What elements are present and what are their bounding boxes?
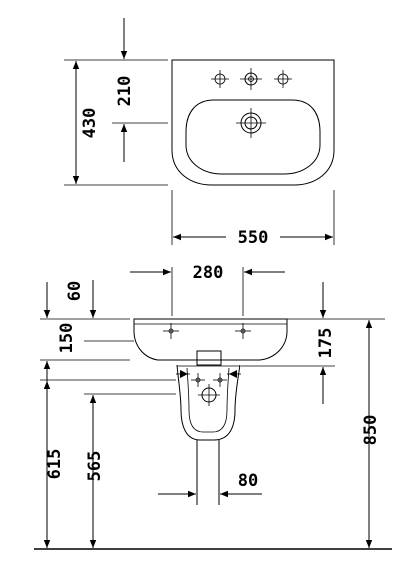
tap-hole-right-icon (274, 70, 292, 88)
dim-label-175: 175 (316, 328, 336, 359)
dim-label-210: 210 (115, 76, 135, 107)
basin-bowl-top (185, 99, 321, 175)
basin-outline-front (133, 318, 288, 361)
dim-label-60: 60 (65, 281, 85, 301)
tap-marker-left-icon (163, 323, 179, 339)
dim-label-615: 615 (45, 449, 65, 480)
tap-hole-left-icon (211, 70, 229, 88)
dim-label-430: 430 (80, 108, 100, 139)
fixing-right-icon (227, 370, 241, 378)
dim-label-550: 550 (238, 228, 269, 248)
dim-label-565: 565 (85, 451, 105, 482)
dim-label-80: 80 (238, 471, 258, 491)
pedestal-outline (176, 364, 241, 441)
trap-box (196, 350, 222, 366)
wall-outlet-right-icon (213, 373, 227, 387)
tap-marker-right-icon (235, 323, 251, 339)
drain-icon (236, 108, 266, 138)
fixing-left-icon (176, 370, 190, 378)
dim-label-280: 280 (193, 263, 224, 283)
front-view: 280 60 150 175 850 615 565 80 (34, 263, 392, 550)
basin-outline-top (171, 59, 335, 186)
dim-label-850: 850 (361, 415, 381, 446)
dim-label-150: 150 (57, 323, 77, 354)
wall-outlet-left-icon (191, 373, 205, 387)
tap-hole-center-icon (240, 68, 262, 90)
waste-outlet-icon (198, 384, 220, 406)
top-view: 430 210 550 (64, 18, 335, 248)
